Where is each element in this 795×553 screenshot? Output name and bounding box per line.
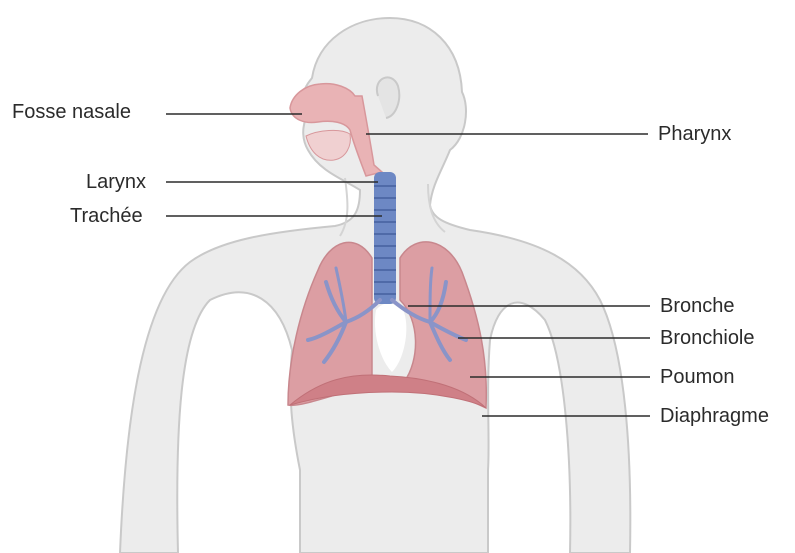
label-fosse-nasale: Fosse nasale: [12, 100, 131, 124]
trachea: [374, 172, 396, 304]
label-poumon: Poumon: [660, 365, 735, 389]
label-diaphragme: Diaphragme: [660, 404, 769, 428]
label-bronchiole: Bronchiole: [660, 326, 755, 350]
label-trachee: Trachée: [70, 204, 143, 228]
label-pharynx: Pharynx: [658, 122, 731, 146]
label-larynx: Larynx: [86, 170, 146, 194]
label-bronche: Bronche: [660, 294, 735, 318]
